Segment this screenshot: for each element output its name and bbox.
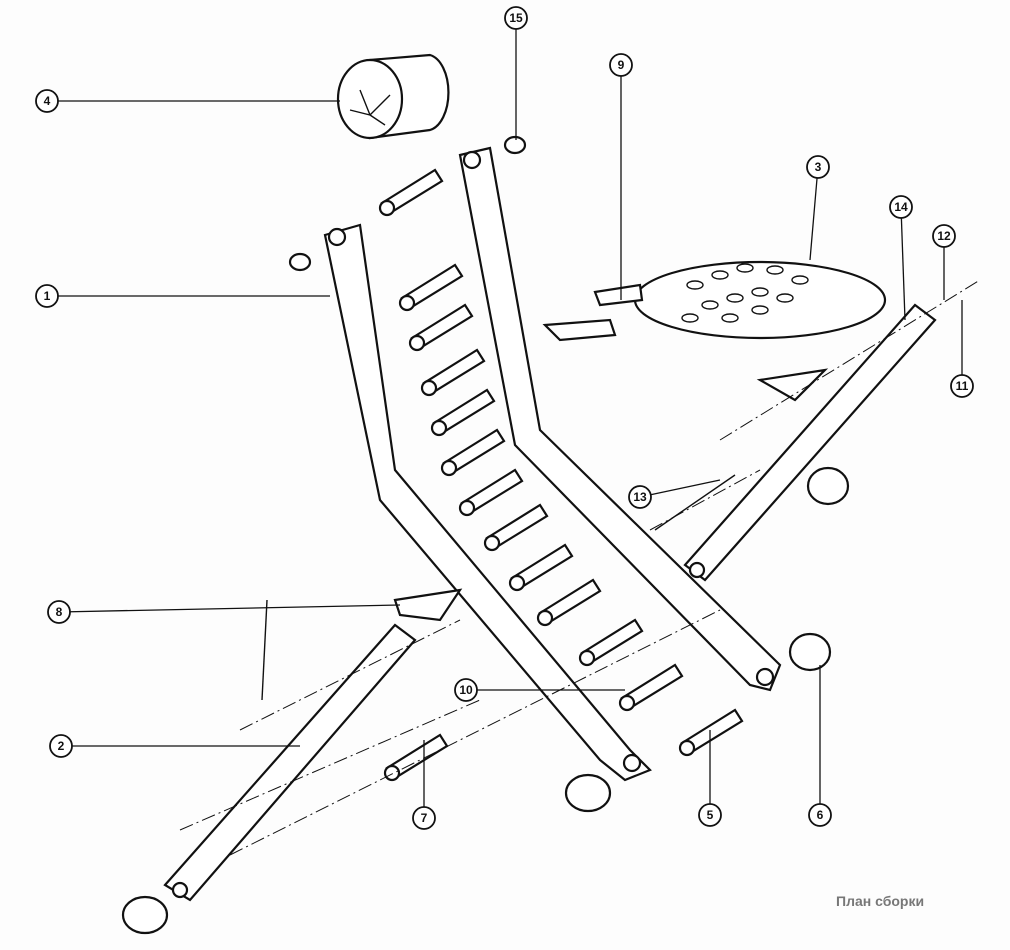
- callout-2: 2: [49, 734, 300, 758]
- roller: [383, 733, 449, 782]
- callout-number: 4: [44, 94, 51, 108]
- callout-number: 3: [815, 160, 822, 174]
- callout-number: 9: [618, 58, 625, 72]
- seat-3: [542, 260, 887, 342]
- seat-hole: [791, 275, 809, 285]
- axis-lines: [179, 279, 981, 856]
- seat-hole: [681, 313, 699, 323]
- end-cap-15: [503, 135, 527, 155]
- callout-5: 5: [698, 730, 722, 827]
- caption: План сборки: [836, 893, 925, 909]
- callout-11: 11: [950, 300, 974, 398]
- roller: [483, 503, 549, 552]
- callout-number: 10: [459, 683, 473, 697]
- roller: [430, 388, 496, 437]
- seat-hole: [766, 265, 784, 275]
- roller: [678, 708, 744, 757]
- callout-13: 13: [628, 479, 721, 509]
- roller: [378, 168, 444, 217]
- leg-bar-right: [683, 303, 937, 582]
- seat-hole: [776, 293, 794, 303]
- seat-hole: [736, 263, 754, 273]
- roller: [536, 578, 602, 627]
- frame-bar-holes: [458, 146, 782, 692]
- pen-mark: [261, 599, 268, 701]
- seat-hole: [701, 300, 719, 310]
- callout-14: 14: [889, 195, 913, 321]
- seat-hole: [751, 305, 769, 315]
- callout-number: 11: [956, 379, 969, 393]
- callout-4: 4: [35, 89, 340, 113]
- roller: [618, 663, 684, 712]
- leader-line: [58, 604, 401, 613]
- callout-number: 12: [937, 229, 951, 243]
- leader-line: [809, 166, 819, 261]
- seat-hole: [751, 287, 769, 297]
- callout-number: 1: [44, 289, 51, 303]
- roller: [578, 618, 644, 667]
- callout-number: 8: [56, 605, 63, 619]
- callout-number: 7: [421, 811, 428, 825]
- seat-hole: [726, 293, 744, 303]
- leg-bar-2: [121, 588, 463, 935]
- callout-6: 6: [808, 665, 832, 827]
- callout-number: 2: [58, 739, 65, 753]
- callout-7: 7: [412, 740, 436, 830]
- callout-number: 5: [707, 808, 714, 822]
- callout-10: 10: [454, 678, 625, 702]
- threaded-rod-13: [654, 474, 736, 531]
- seat-hole: [686, 280, 704, 290]
- end-cap: [288, 252, 312, 272]
- callout-8: 8: [47, 600, 401, 624]
- end-cap: [564, 773, 612, 813]
- end-cap-6: [788, 632, 832, 672]
- callout-3: 3: [806, 155, 830, 261]
- frame-bar-1: [323, 223, 652, 782]
- callout-number: 6: [817, 808, 824, 822]
- roller: [408, 303, 474, 352]
- callout-9: 9: [609, 53, 633, 300]
- roller-pad-4: [336, 53, 450, 140]
- seat-hole: [721, 313, 739, 323]
- callout-number: 15: [509, 11, 523, 25]
- roller: [508, 543, 574, 592]
- callout-15: 15: [504, 6, 528, 140]
- roller: [398, 263, 464, 312]
- roller: [440, 428, 506, 477]
- callout-number: 13: [633, 490, 647, 504]
- roller: [420, 348, 486, 397]
- callout-12: 12: [932, 224, 956, 300]
- callout-1: 1: [35, 284, 330, 308]
- rollers: [378, 168, 744, 782]
- leader-line: [900, 206, 906, 321]
- seat-hole: [711, 270, 729, 280]
- leader-line: [639, 479, 721, 498]
- roller: [458, 468, 524, 517]
- callout-number: 14: [894, 200, 908, 214]
